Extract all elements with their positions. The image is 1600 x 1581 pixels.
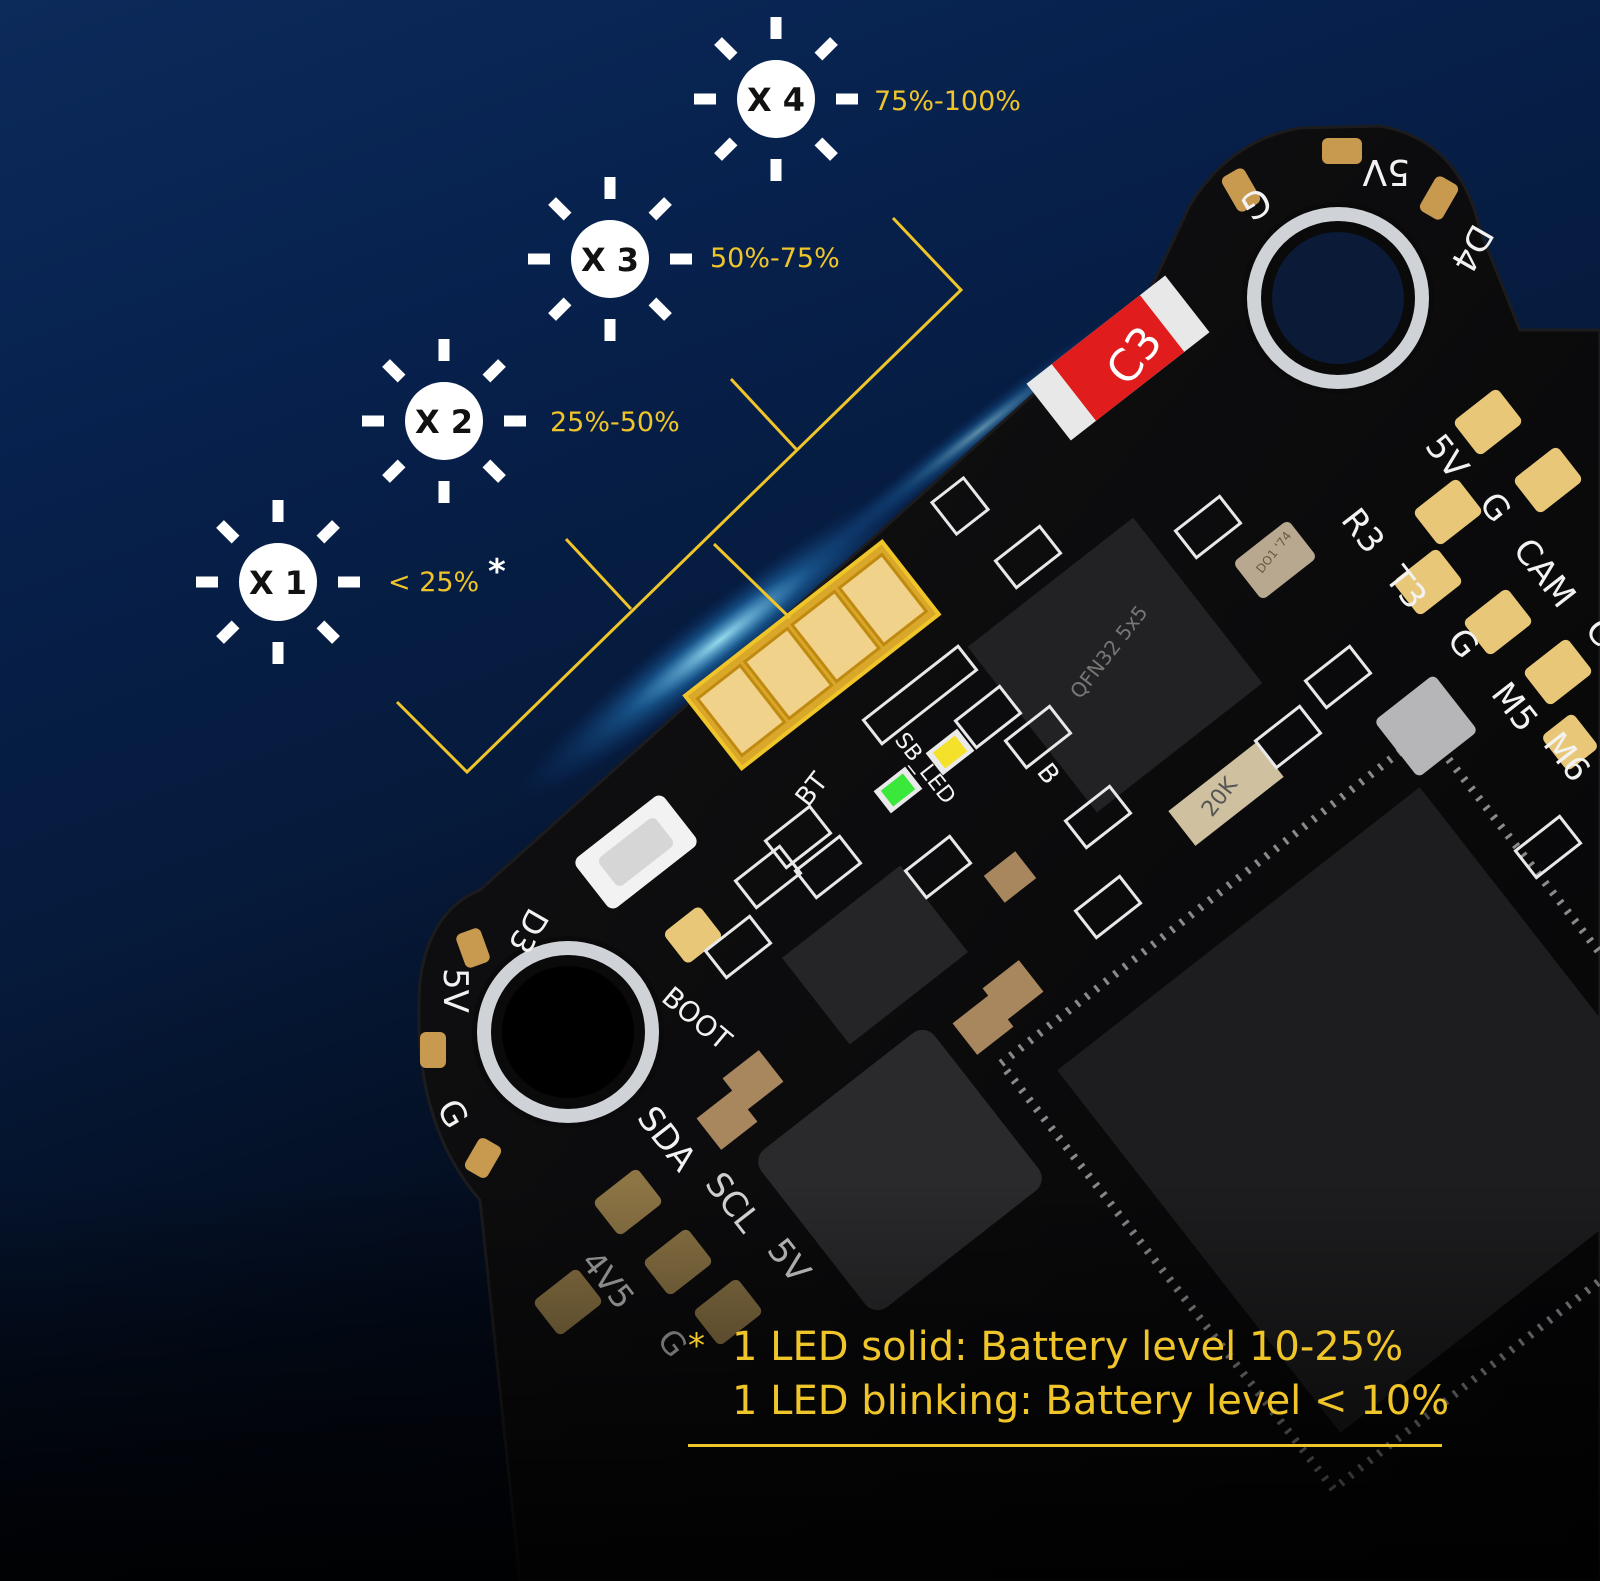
level-2-multiplier: X 2	[415, 403, 473, 441]
sun-ray	[316, 520, 340, 544]
mount-hole-top	[1242, 202, 1434, 394]
sun-ray	[814, 137, 838, 161]
level-1-asterisk: *	[488, 552, 506, 592]
sun-ray	[714, 137, 738, 161]
sun-ray	[382, 459, 406, 483]
level-bracket-lines	[395, 216, 964, 775]
sun-ray	[216, 620, 240, 644]
capacitor-c3	[1026, 275, 1210, 441]
level-4-multiplier: X 4	[747, 81, 805, 119]
label-5v-top: 5V	[1362, 151, 1410, 192]
label-5v-left: 5V	[435, 968, 475, 1013]
left-edge-pads	[420, 928, 502, 1178]
note-marker: *	[688, 1326, 705, 1366]
tan-capacitors	[696, 851, 1044, 1150]
sun-ray	[316, 620, 340, 644]
sun-ray	[482, 459, 506, 483]
yellow-led	[925, 728, 975, 776]
sun-icon-level-4: X 4	[694, 17, 858, 181]
sun-ray	[482, 359, 506, 383]
sun-ray	[548, 297, 572, 321]
sun-ray	[648, 197, 672, 221]
crystal-oscillator	[1168, 742, 1284, 846]
sun-icon-level-1: X 1	[196, 500, 360, 664]
sun-icon-level-3: X 3	[528, 177, 692, 341]
sun-ray	[382, 359, 406, 383]
sensor-chip	[1376, 676, 1476, 776]
mount-hole-bottom	[472, 936, 664, 1128]
level-3-multiplier: X 3	[581, 241, 639, 279]
led-sun-icons: X 1 X 2 X 3 X 4	[196, 17, 858, 664]
sun-core	[737, 60, 815, 138]
level-1-range: < 25%	[388, 567, 480, 598]
note-line-1: 1 LED solid: Battery level 10-25%	[732, 1324, 1404, 1370]
level-1-multiplier: X 1	[249, 564, 307, 602]
level-4-range: 75%-100%	[874, 86, 1021, 117]
led-connector-block	[682, 538, 942, 772]
right-solder-pads	[1394, 389, 1597, 770]
component-outlines	[703, 475, 1583, 980]
sun-ray	[648, 297, 672, 321]
note-underline	[688, 1444, 1442, 1447]
note-line-2: 1 LED blinking: Battery level < 10%	[732, 1378, 1450, 1424]
green-led	[873, 766, 923, 814]
sun-icon-level-2: X 2	[362, 339, 526, 503]
sun-ray	[814, 37, 838, 61]
sun-core	[405, 382, 483, 460]
level-3-range: 50%-75%	[710, 243, 840, 274]
chip-small-black	[782, 865, 968, 1045]
small-ic	[1235, 521, 1315, 599]
chip-qfn32	[967, 517, 1263, 813]
sun-ray	[548, 197, 572, 221]
sun-ray	[714, 37, 738, 61]
sun-core	[239, 543, 317, 621]
sun-core	[571, 220, 649, 298]
top-edge-pads	[1221, 138, 1459, 220]
level-2-range: 25%-50%	[550, 407, 680, 438]
boot-button	[575, 795, 697, 909]
sun-ray	[216, 520, 240, 544]
